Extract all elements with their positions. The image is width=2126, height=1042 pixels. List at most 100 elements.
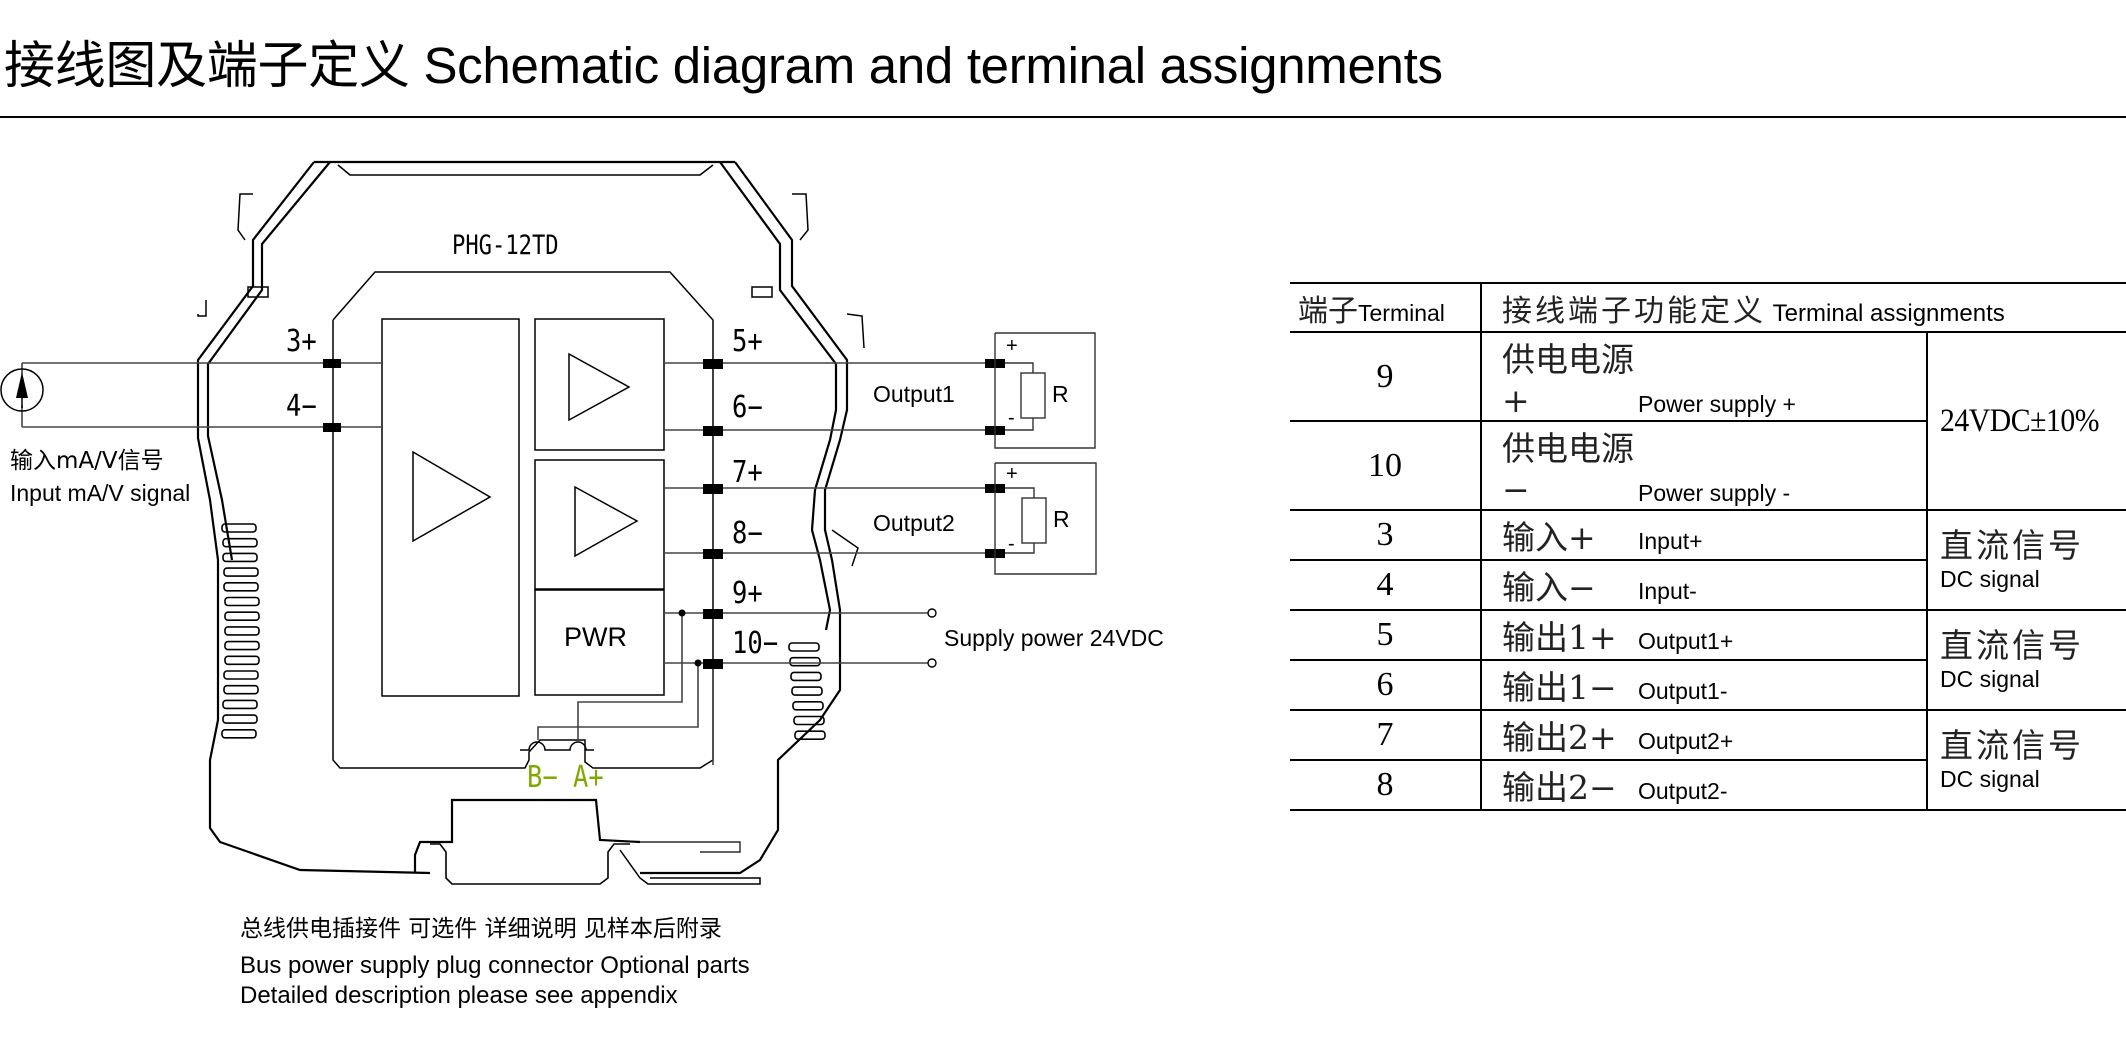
table-row: 9 供电电源+Power supply + 24VDC±10%	[1290, 332, 2126, 511]
terminal-pad-9	[703, 609, 723, 619]
table-row: 10 供电电源−Power supply -	[1290, 421, 2126, 511]
terminal-label-7: 7+	[732, 455, 763, 490]
supply-terminal-minus	[927, 658, 937, 668]
wires	[21, 362, 995, 765]
vent-slot	[223, 581, 259, 592]
resistor-icon	[1021, 497, 1047, 544]
vent-slot	[223, 567, 259, 577]
housing-right-tab-upper	[792, 193, 809, 241]
terminal-function: 供电电源+Power supply +	[1481, 332, 1928, 422]
resistor-icon	[1020, 372, 1046, 419]
vent-slot	[794, 730, 826, 741]
terminal-pad-6	[703, 426, 723, 436]
housing-left-slot	[247, 286, 269, 298]
vent-slot	[791, 686, 823, 696]
terminal-label-6: 6−	[732, 390, 763, 425]
bus-note-cn: 总线供电插接件 可选件 详细说明 见样本后附录	[240, 916, 722, 942]
input-isolation-block	[381, 318, 520, 697]
vent-slot	[221, 523, 257, 533]
load1-plus: +	[1006, 335, 1018, 357]
current-source-icon	[0, 368, 44, 412]
terminal-pad-5	[703, 359, 723, 369]
vent-slots-left	[221, 523, 260, 739]
vent-slot	[789, 656, 821, 667]
group-spec-power: 24VDC±10%	[1927, 332, 2126, 511]
device-model-label: PHG-12TD	[452, 230, 559, 261]
vent-slot	[222, 714, 258, 724]
terminal-function: 输入−Input-	[1481, 560, 1928, 611]
terminal-pad-7	[703, 484, 723, 494]
terminal-pad-4	[323, 423, 341, 432]
vent-slot	[222, 699, 258, 710]
output1-label: Output1	[873, 381, 955, 407]
din-rail-latch	[619, 849, 761, 885]
amplifier-icon	[412, 450, 492, 543]
load2-box	[994, 462, 1097, 575]
load1-resistor-label: R	[1052, 381, 1069, 407]
terminal-label-3: 3+	[286, 324, 317, 359]
vent-slot	[222, 537, 258, 548]
pwr-label: PWR	[564, 622, 627, 652]
terminal-function: 输出2−Output2-	[1481, 760, 1928, 811]
header-terminal: 端子Terminal	[1290, 282, 1482, 333]
output1-block	[534, 318, 665, 451]
vent-slot	[790, 671, 822, 682]
vent-slot	[224, 626, 260, 636]
power-block	[534, 589, 665, 696]
terminal-pad-10	[703, 659, 723, 669]
table-row: 4 输入−Input-	[1290, 560, 2126, 611]
housing-left-tab-lower	[197, 300, 207, 317]
housing-right-clip	[831, 529, 859, 567]
schematic-diagram	[0, 160, 1097, 885]
vent-slot	[793, 715, 825, 726]
housing-right-slot	[751, 286, 773, 298]
title-divider	[0, 116, 2126, 118]
vent-slot	[223, 684, 259, 695]
terminal-number: 10	[1290, 421, 1482, 511]
terminal-number: 3	[1290, 510, 1482, 561]
vent-slot	[224, 655, 260, 666]
housing-left-inner	[206, 161, 331, 561]
table-row: 6 输出1−Output1-	[1290, 660, 2126, 711]
terminal-label-10: 10−	[732, 626, 779, 661]
vent-slot	[223, 670, 259, 680]
terminal-function: 输入+Input+	[1481, 510, 1928, 561]
terminal-pad-3	[323, 359, 341, 368]
table-row: 8 输出2−Output2-	[1290, 760, 2126, 811]
housing-right-outer	[640, 161, 849, 875]
terminal-number: 9	[1290, 332, 1482, 422]
terminal-label-8: 8−	[732, 516, 763, 551]
junction-dot	[678, 609, 686, 617]
load2-minus: -	[1008, 533, 1015, 555]
amplifier-icon	[574, 485, 639, 558]
output2-block	[534, 459, 665, 590]
housing-left-outer	[196, 161, 431, 875]
inner-module-frame	[332, 271, 714, 769]
terminal-function: 输出2+Output2+	[1481, 710, 1928, 761]
input-label-en: Input mA/V signal	[10, 480, 191, 506]
bus-note-en2: Detailed description please see appendix	[240, 982, 678, 1009]
vent-slot	[221, 728, 257, 739]
terminal-number: 8	[1290, 760, 1482, 811]
terminal-label-9: 9+	[732, 576, 763, 611]
terminal-number: 7	[1290, 710, 1482, 761]
terminal-function: 输出1−Output1-	[1481, 660, 1928, 711]
terminal-function: 供电电源−Power supply -	[1481, 421, 1928, 511]
housing-left-tab-upper	[237, 193, 253, 241]
device-housing	[196, 160, 865, 885]
din-rail	[430, 843, 630, 885]
terminal-assignment-table: 端子Terminal 接线端子功能定义 Terminal assignments…	[1290, 282, 2126, 811]
input-label-cn: 输入mA/V信号	[10, 448, 164, 474]
terminal-pad-8	[703, 549, 723, 559]
table-header-row: 端子Terminal 接线端子功能定义 Terminal assignments	[1290, 282, 2126, 333]
output2-label: Output2	[873, 510, 955, 536]
page-title: 接线图及端子定义 Schematic diagram and terminal …	[4, 37, 1443, 94]
amplifier-icon	[568, 352, 631, 422]
housing-right-tab-lower	[846, 313, 865, 349]
